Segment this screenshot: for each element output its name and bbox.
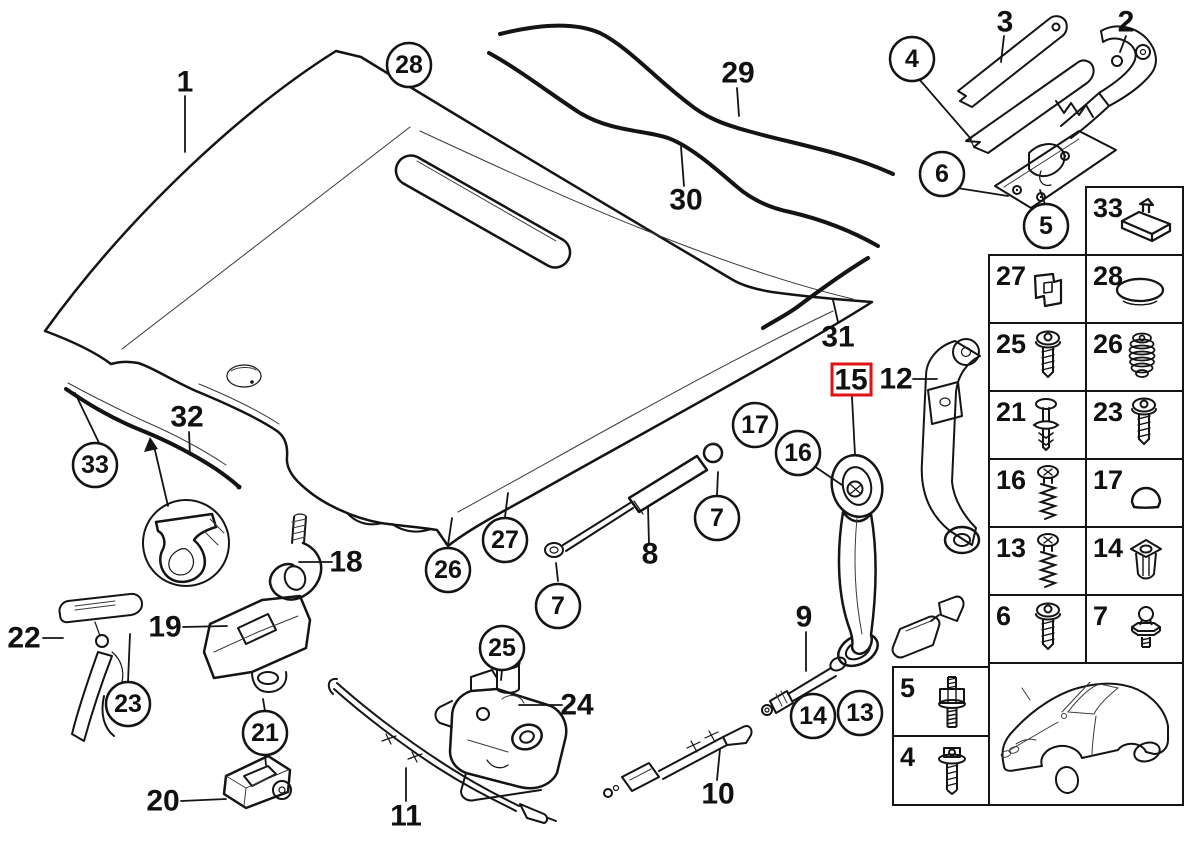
svg-text:15: 15 bbox=[834, 364, 867, 397]
callout-5[interactable]: 5 bbox=[1022, 202, 1070, 250]
svg-text:21: 21 bbox=[251, 719, 279, 747]
hood-panel-drawing bbox=[43, 49, 874, 548]
callout-25[interactable]: 25 bbox=[478, 624, 526, 672]
callout-31[interactable]: 31 bbox=[821, 321, 854, 354]
callout-33[interactable]: 33 bbox=[71, 441, 119, 489]
callout-27[interactable]: 27 bbox=[481, 516, 529, 564]
callout-22[interactable]: 22 bbox=[7, 622, 40, 655]
leader-lines bbox=[42, 35, 1127, 802]
callouts-layer: 1 28 29 30 3 2 4 6 5 31 32 33 15 12 17 1… bbox=[7, 6, 1134, 833]
bracket-12-drawing bbox=[920, 338, 981, 555]
grid-number: 4 bbox=[900, 742, 915, 772]
grid-number: 17 bbox=[1093, 465, 1123, 495]
svg-text:25: 25 bbox=[488, 634, 516, 662]
callout-17[interactable]: 17 bbox=[731, 401, 779, 449]
hinge-lever-3 bbox=[957, 15, 1068, 108]
hinge-lever-4 bbox=[965, 59, 1095, 154]
svg-text:6: 6 bbox=[935, 160, 949, 188]
callout-18[interactable]: 18 bbox=[329, 546, 362, 579]
callout-26[interactable]: 26 bbox=[424, 546, 472, 594]
car-thumbnail bbox=[988, 662, 1184, 806]
callout-16[interactable]: 16 bbox=[774, 429, 822, 477]
callout-21[interactable]: 21 bbox=[241, 709, 289, 757]
hood-emblem bbox=[226, 364, 262, 388]
callout-11[interactable]: 11 bbox=[390, 800, 422, 833]
svg-text:28: 28 bbox=[395, 51, 423, 79]
callout-12[interactable]: 12 bbox=[879, 363, 912, 396]
grid-number: 16 bbox=[996, 465, 1026, 495]
callout-24[interactable]: 24 bbox=[560, 689, 594, 722]
hinge-assembly-drawing bbox=[957, 15, 1157, 209]
callout-14[interactable]: 14 bbox=[789, 692, 837, 740]
callout-32[interactable]: 32 bbox=[170, 401, 203, 434]
hinge-spring bbox=[1055, 100, 1094, 118]
svg-text:16: 16 bbox=[784, 439, 812, 467]
callout-28[interactable]: 28 bbox=[385, 41, 433, 89]
fastener-grid: 33 27 28 25 26 21 23 bbox=[892, 186, 1184, 806]
callout-30[interactable]: 30 bbox=[669, 184, 702, 217]
svg-text:17: 17 bbox=[741, 411, 769, 439]
svg-text:5: 5 bbox=[1039, 212, 1053, 240]
callout-4[interactable]: 4 bbox=[888, 35, 936, 83]
release-rod-11-drawing bbox=[327, 677, 557, 824]
svg-text:7: 7 bbox=[551, 592, 565, 620]
seal-29 bbox=[498, 23, 895, 176]
grid-number: 5 bbox=[900, 673, 915, 703]
grid-number: 33 bbox=[1093, 193, 1123, 223]
callout-6[interactable]: 6 bbox=[918, 150, 966, 198]
callout-1[interactable]: 1 bbox=[177, 66, 194, 99]
callout-8[interactable]: 8 bbox=[642, 538, 659, 571]
bracket-19-drawing bbox=[202, 594, 312, 693]
seal-30 bbox=[487, 51, 880, 248]
seal-31 bbox=[761, 256, 870, 330]
grid-number: 14 bbox=[1093, 533, 1123, 563]
grid-number: 7 bbox=[1093, 601, 1108, 631]
release-lever-22-drawing bbox=[58, 592, 143, 742]
svg-text:23: 23 bbox=[114, 690, 142, 718]
grid-cell-33[interactable]: 33 bbox=[1085, 186, 1184, 256]
callout-7-lower[interactable]: 7 bbox=[534, 582, 582, 630]
callout-7-upper[interactable]: 7 bbox=[693, 494, 741, 542]
svg-text:14: 14 bbox=[799, 702, 827, 730]
hinge-base-plate bbox=[994, 130, 1117, 209]
release-handle-15-drawing bbox=[830, 453, 884, 655]
hood-vent-slot bbox=[394, 154, 572, 269]
svg-text:27: 27 bbox=[491, 526, 519, 554]
grid-number: 21 bbox=[996, 397, 1026, 427]
callout-13[interactable]: 13 bbox=[836, 689, 884, 737]
callout-20[interactable]: 20 bbox=[146, 785, 179, 818]
grid-cell-26[interactable]: 26 bbox=[1085, 322, 1184, 392]
grid-number: 6 bbox=[996, 601, 1011, 631]
callout-15-highlighted[interactable]: 15 bbox=[830, 362, 873, 397]
callout-19[interactable]: 19 bbox=[148, 611, 181, 644]
callout-23[interactable]: 23 bbox=[104, 680, 152, 728]
grid-number: 25 bbox=[996, 329, 1026, 359]
svg-text:13: 13 bbox=[846, 699, 874, 727]
callout-9[interactable]: 9 bbox=[796, 601, 813, 634]
svg-text:7: 7 bbox=[710, 504, 724, 532]
gas-strut-drawing bbox=[544, 442, 724, 558]
callout-10[interactable]: 10 bbox=[701, 778, 734, 811]
grid-number: 23 bbox=[1093, 397, 1123, 427]
callout-3[interactable]: 3 bbox=[997, 6, 1014, 39]
grid-cell-16[interactable]: 16 bbox=[988, 458, 1087, 528]
seal-strips-drawing bbox=[64, 23, 895, 490]
magnifier-arrow bbox=[144, 437, 158, 452]
svg-text:26: 26 bbox=[434, 556, 462, 584]
grid-number: 13 bbox=[996, 533, 1026, 563]
hood-latch-24-drawing bbox=[434, 656, 568, 802]
seal-32 bbox=[64, 387, 241, 489]
svg-text:33: 33 bbox=[81, 451, 109, 479]
grid-number: 26 bbox=[1093, 329, 1123, 359]
svg-text:4: 4 bbox=[905, 45, 919, 73]
callout-2[interactable]: 2 bbox=[1118, 6, 1135, 39]
seal-cross-section-magnifier bbox=[142, 437, 230, 587]
bowden-cable-10-drawing bbox=[603, 725, 753, 798]
callout-29[interactable]: 29 bbox=[721, 57, 754, 90]
grid-number: 27 bbox=[996, 261, 1026, 291]
